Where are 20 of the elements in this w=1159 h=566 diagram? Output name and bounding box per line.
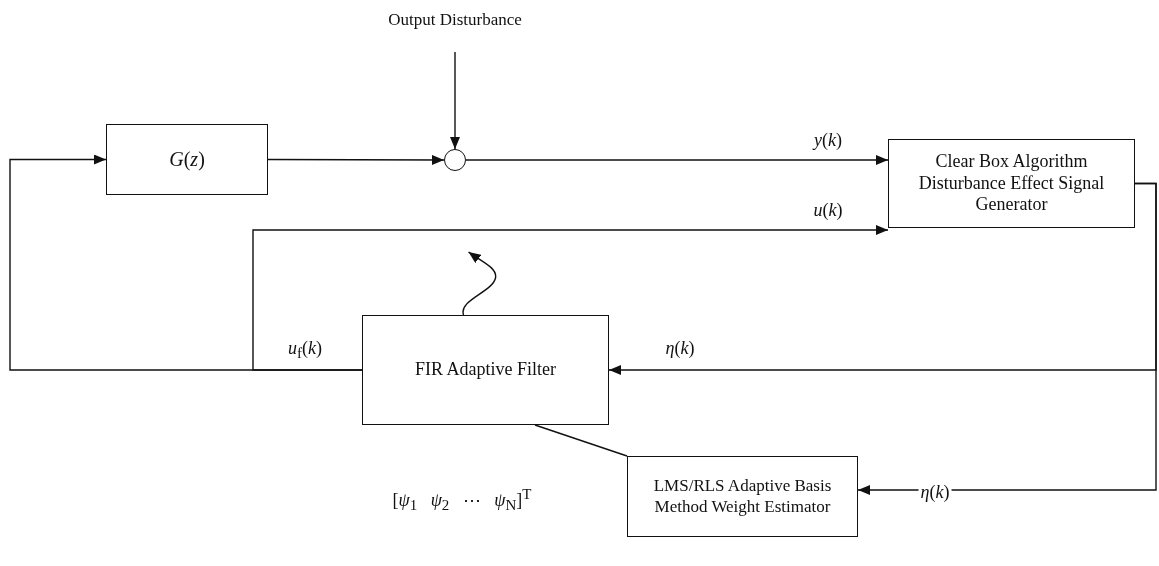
edge-label: u(k) [811,199,845,221]
block-box [106,124,268,195]
signal-label: Output Disturbance [387,9,523,31]
arrow [252,225,889,371]
block-box [888,139,1135,228]
summing-junction [444,149,466,171]
block-label: LMS/RLS Adaptive Basis Method Weight Estimator [652,475,833,518]
edge-label: η(k) [918,481,952,503]
arrow [465,155,889,165]
edge-label: y(k) [812,129,844,151]
edge-label: η(k) [663,337,697,359]
arrow [450,51,460,150]
arrow [267,154,445,165]
block-label: FIR Adaptive Filter [414,359,557,381]
arrow [857,182,1157,495]
block-label: G(z) [168,147,206,172]
block-label: Clear Box Algorithm Disturbance Effect Signal Generator [917,150,1106,217]
wavy-arrow [462,251,497,316]
block-box [362,315,609,425]
block-box [627,456,858,537]
